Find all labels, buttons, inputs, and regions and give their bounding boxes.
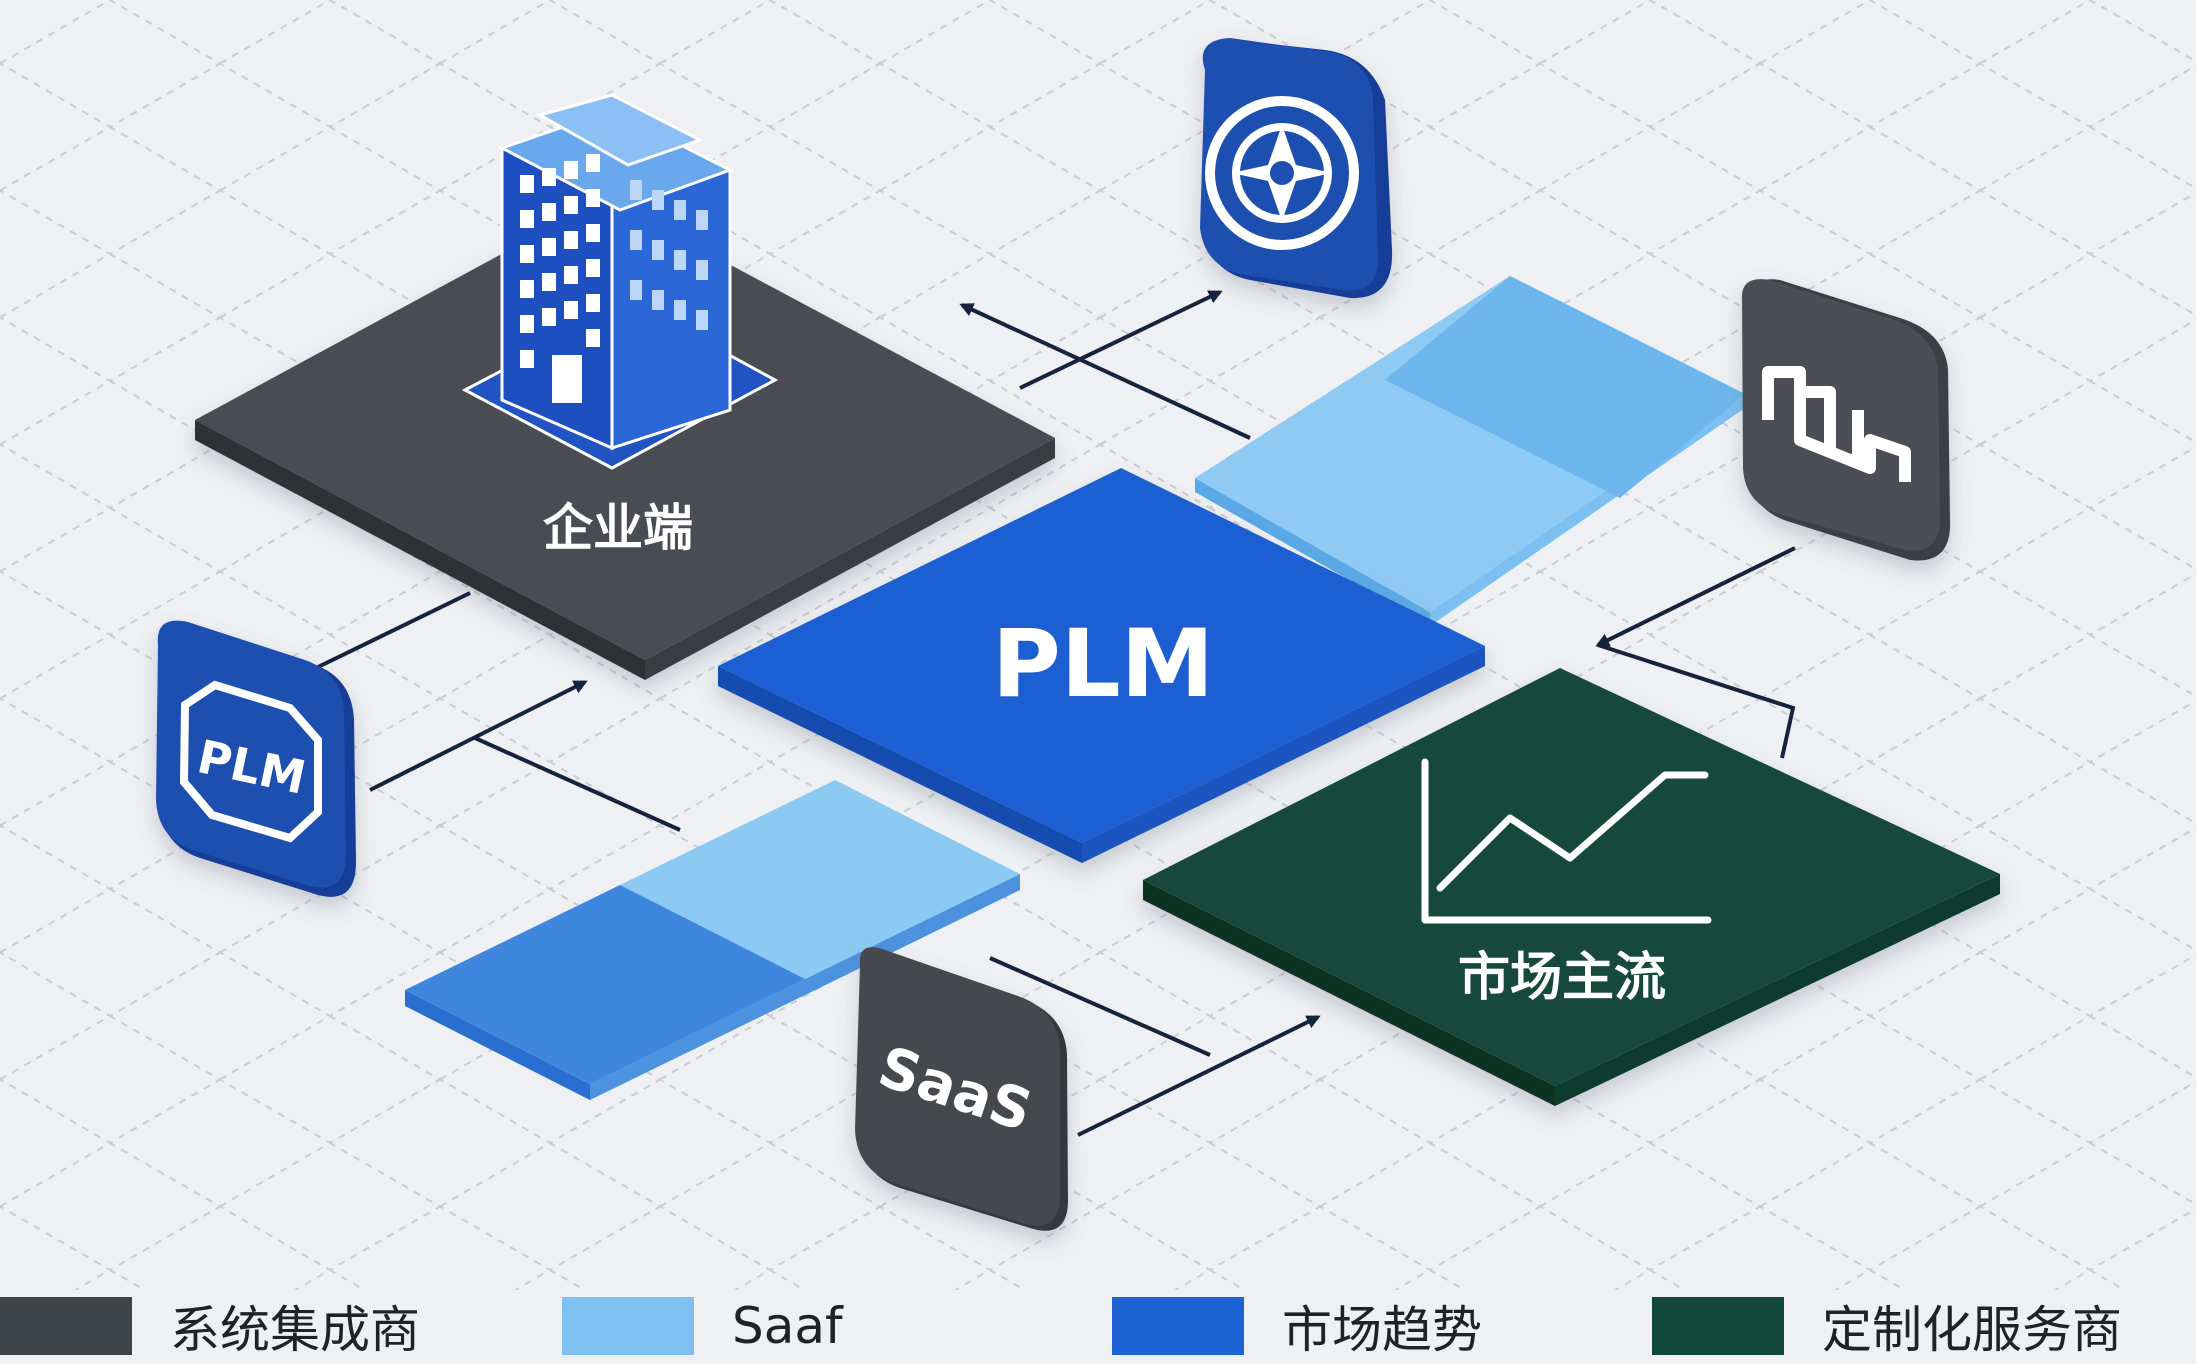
legend-item-trend: 市场趋势 <box>1112 1296 1482 1359</box>
legend-item-saaf: Saaf <box>562 1296 843 1356</box>
arrow-to-enterprise-top <box>959 303 1251 440</box>
legend-label-custom: 定制化服务商 <box>1822 1301 2122 1359</box>
line-to-strip <box>474 736 681 832</box>
legend-item-custom: 定制化服务商 <box>1652 1296 2122 1359</box>
plm-central-platform <box>718 468 1485 863</box>
arrow-to-market <box>1077 1015 1321 1137</box>
server-icon-tile <box>1741 279 1951 561</box>
legend-swatch-custom <box>1652 1297 1784 1355</box>
arrow-to-enterprise-bottom <box>369 680 588 792</box>
legend-item-integrator: 系统集成商 <box>0 1296 420 1359</box>
arrow-from-server <box>1595 546 1796 647</box>
legend: 系统集成商 Saaf 市场趋势 定制化服务商 <box>0 1290 2196 1364</box>
legend-label-integrator: 系统集成商 <box>170 1301 420 1359</box>
legend-label-saaf: Saaf <box>732 1297 843 1355</box>
plm-badge-tile <box>156 620 357 897</box>
market-label: 市场主流 <box>1458 948 1666 1008</box>
connector-arrows <box>315 290 1796 1137</box>
saaf-strip-lower <box>405 780 1020 1100</box>
market-platform <box>1143 668 2000 1106</box>
arrow-to-gear <box>1019 290 1223 390</box>
enterprise-label: 企业端 <box>543 499 693 557</box>
legend-swatch-trend <box>1112 1297 1244 1355</box>
factory-icon <box>1762 366 1911 482</box>
compass-icon <box>1205 96 1359 250</box>
line-saas-market <box>989 956 1211 1057</box>
building-icon <box>461 93 779 470</box>
saaf-strip-upper <box>1195 276 1745 626</box>
trend-chart-icon <box>1421 758 1712 924</box>
line-plm-badge-enterprise <box>315 591 471 670</box>
legend-label-trend: 市场趋势 <box>1282 1301 1482 1359</box>
legend-swatch-saaf <box>562 1297 694 1355</box>
legend-swatch-integrator <box>0 1297 132 1355</box>
arrow-from-market <box>1597 643 1796 759</box>
plm-center-label: PLM <box>992 610 1214 719</box>
saas-badge-tile <box>855 947 1068 1231</box>
